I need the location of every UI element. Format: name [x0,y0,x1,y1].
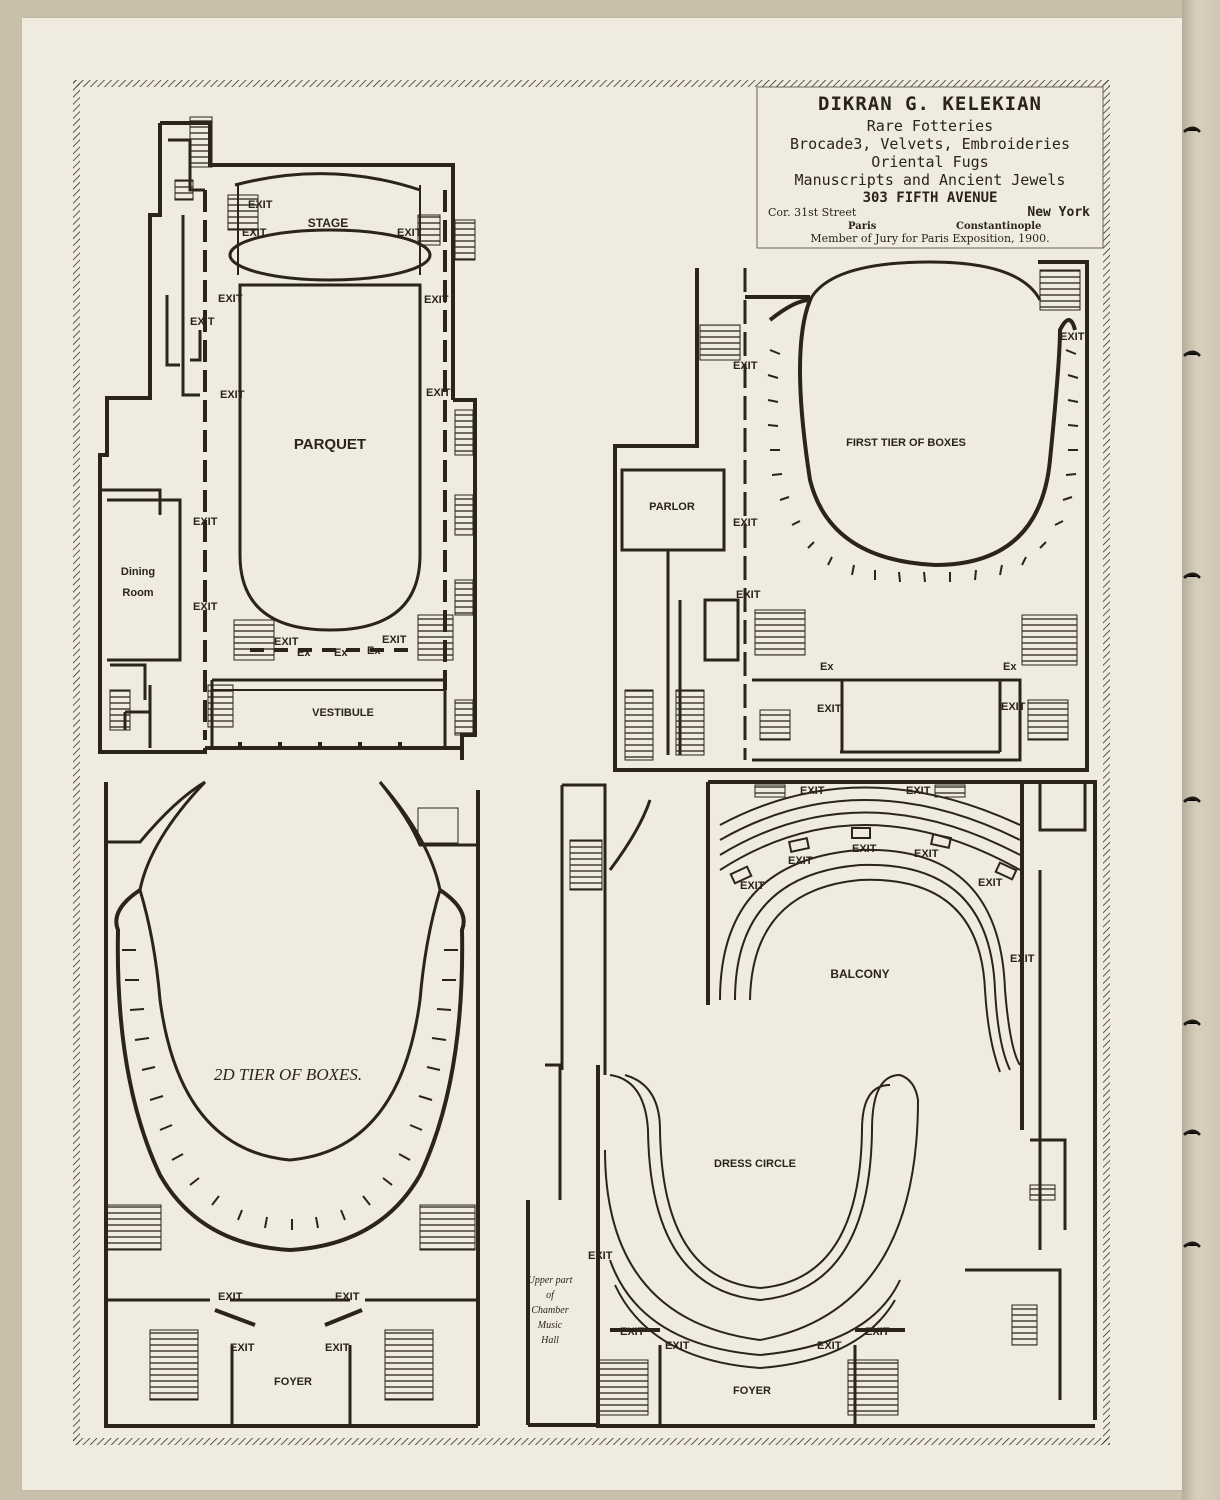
chamber-hall-label-3: Chamber [531,1305,568,1316]
ad-line-4: Manuscripts and Ancient Jewels [795,171,1066,189]
exit-label: EXIT [588,1250,613,1262]
exit-label: EXIT [1001,701,1026,713]
balcony-labels: BALCONY DRESS CIRCLE FOYER Upper part of… [528,785,1035,1397]
ad-address: 303 FIFTH AVENUE [863,190,998,206]
ad-city: New York [1027,205,1090,220]
exit-label: EXIT [274,636,299,648]
ex-label: Ex [334,647,348,659]
ex-label: Ex [820,661,834,673]
balcony-label: BALCONY [830,967,889,981]
balcony-foyer-label: FOYER [733,1385,771,1397]
ad-branch-constantinople: Constantinople [956,221,1041,232]
exit-label: EXIT [230,1342,255,1354]
exit-label: EXIT [914,848,939,860]
ad-corner: Cor. 31st Street [768,206,857,219]
second-tier-labels: 2D TIER OF BOXES. FOYER EXIT EXIT EXIT E… [214,1065,362,1388]
first-tier-labels: FIRST TIER OF BOXES PARLOR EXIT EXIT EXI… [649,331,1085,715]
binding-spine [1182,0,1220,1500]
exit-label: EXIT [190,316,215,328]
ex-label: Ex [367,645,381,657]
exit-label: EXIT [242,227,267,239]
exit-label: EXIT [335,1291,360,1303]
parquet-plan-labels: STAGE PARQUET Dining Room VESTIBULE EXIT… [121,199,451,719]
second-tier-floor-plan [104,780,480,1428]
ex-label: Ex [1003,661,1017,673]
ad-line-3: Oriental Fugs [871,153,988,171]
dress-circle-label: DRESS CIRCLE [714,1158,796,1170]
exit-label: EXIT [852,843,877,855]
exit-label: EXIT [733,517,758,529]
exit-label: EXIT [193,601,218,613]
stage-label: STAGE [308,216,348,230]
exit-label: EXIT [665,1340,690,1352]
first-tier-title: FIRST TIER OF BOXES [846,437,966,449]
exit-label: EXIT [817,1340,842,1352]
first-tier-floor-plan [613,260,1089,772]
ex-label: Ex [297,647,311,659]
exit-label: EXIT [193,516,218,528]
exit-label: EXIT [218,1291,243,1303]
exit-label: EXIT [736,589,761,601]
ad-branch-paris: Paris [848,221,877,232]
exit-label: EXIT [788,855,813,867]
dining-room-label-1: Dining [121,566,155,578]
exit-label: EXIT [620,1326,645,1338]
exit-label: EXIT [906,785,931,797]
chamber-hall-label-4: Music [537,1320,563,1331]
exit-label: EXIT [426,387,451,399]
exit-label: EXIT [325,1342,350,1354]
ad-note: Member of Jury for Paris Exposition, 190… [810,232,1049,245]
foyer-label: FOYER [274,1376,312,1388]
kelekian-advertisement: DIKRAN G. KELEKIAN Rare Fotteries Brocad… [756,86,1104,249]
parquet-label: PARQUET [294,436,366,453]
exit-label: EXIT [800,785,825,797]
exit-label: EXIT [978,877,1003,889]
exit-label: EXIT [740,880,765,892]
exit-label: EXIT [733,360,758,372]
chamber-hall-label-5: Hall [540,1335,559,1346]
binding-stitches [1183,126,1201,1248]
exit-label: EXIT [382,634,407,646]
exit-label: EXIT [424,294,449,306]
exit-label: EXIT [248,199,273,211]
chamber-hall-label-1: Upper part [528,1275,573,1286]
balcony-floor-plan [526,780,1097,1428]
exit-label: EXIT [1060,331,1085,343]
ad-name: DIKRAN G. KELEKIAN [818,93,1042,115]
exit-label: EXIT [397,227,422,239]
paper-sheet [22,18,1182,1490]
exit-label: EXIT [817,703,842,715]
exit-label: EXIT [218,293,243,305]
exit-label: EXIT [220,389,245,401]
second-tier-title: 2D TIER OF BOXES. [214,1065,362,1084]
ad-line-1: Rare Fotteries [867,117,993,135]
exit-label: EXIT [865,1326,890,1338]
parquet-floor-plan [98,116,477,760]
chamber-hall-label-2: of [546,1290,555,1301]
ad-line-2: Brocade3, Velvets, Embroideries [790,135,1070,153]
parlor-label: PARLOR [649,501,695,513]
hatched-border [73,80,1110,1445]
dining-room-label-2: Room [122,587,153,599]
exit-label: EXIT [1010,953,1035,965]
vestibule-label: VESTIBULE [312,707,374,719]
